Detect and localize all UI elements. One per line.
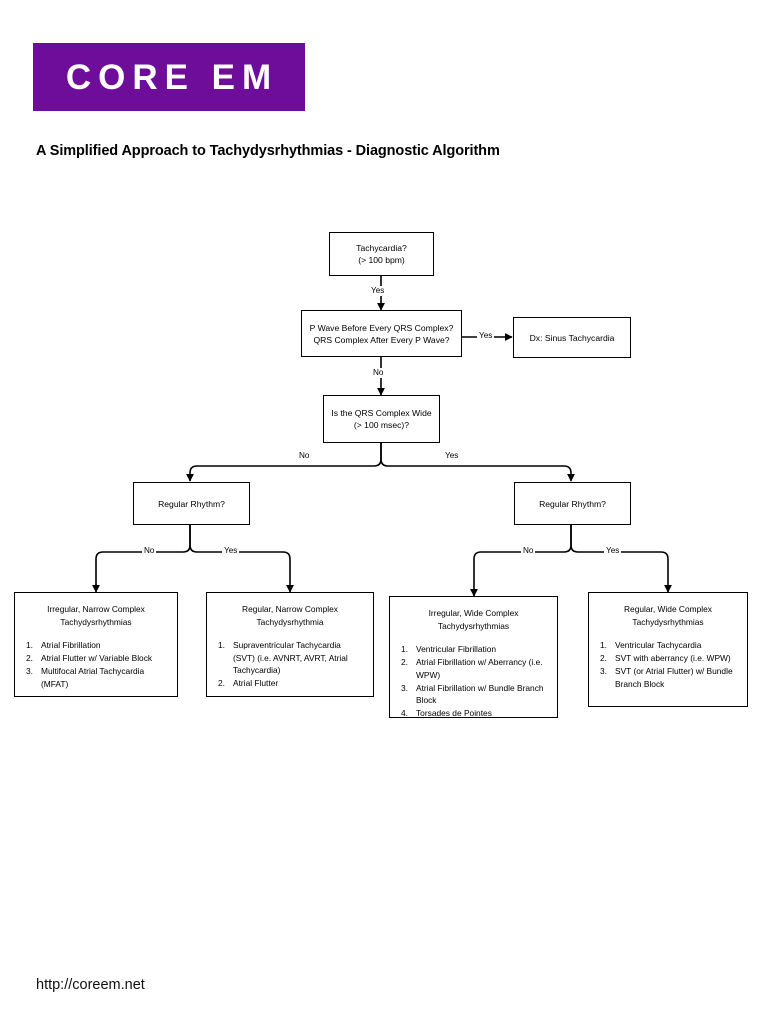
leaf-irregular-wide-complex[interactable]: Irregular, Wide Complex Tachydysrhythmia…	[389, 596, 558, 718]
list-item-number: 1.	[26, 640, 33, 650]
list-item: 3. Atrial Fibrillation w/ Bundle Branch B…	[399, 682, 548, 707]
list-item-number: 3.	[401, 682, 408, 693]
list-item-number: 2.	[600, 653, 607, 664]
node-p-wave-line2: QRS Complex After Every P Wave?	[313, 334, 450, 345]
node-regular-rhythm-wide-label: Regular Rhythm?	[539, 498, 606, 509]
list-item: 3. Multifocal Atrial Tachycardia (MFAT)	[24, 665, 168, 690]
list-item: 1. Atrial Fibrillation	[24, 639, 168, 652]
node-regular-rhythm-narrow[interactable]: Regular Rhythm?	[133, 482, 250, 525]
logo-text: CORE EM	[65, 57, 279, 97]
node-regular-rhythm-wide[interactable]: Regular Rhythm?	[514, 482, 631, 525]
leaf-title-line1: Irregular, Wide Complex	[428, 608, 519, 618]
node-regular-rhythm-narrow-label: Regular Rhythm?	[158, 498, 225, 509]
leaf-title: Irregular, Narrow Complex Tachydysrhythm…	[24, 603, 168, 628]
list-item-text: Atrial Flutter w/ Variable Block	[41, 653, 153, 664]
list-item-number: 3.	[26, 666, 33, 677]
leaf-title-line2: Tachydysrhythmias	[632, 616, 704, 627]
list-item-text: Atrial Fibrillation w/ Aberrancy (i.e. W…	[416, 657, 543, 680]
node-tachycardia-line2: (> 100 bpm)	[358, 255, 405, 265]
list-item: 2. SVT with aberrancy (i.e. WPW)	[598, 652, 738, 665]
edge-label-wide-yes: Yes	[604, 546, 622, 556]
leaf-irregular-narrow-complex[interactable]: Irregular, Narrow Complex Tachydysrhythm…	[14, 592, 178, 697]
list-item: 2. Atrial Fibrillation w/ Aberrancy (i.e.…	[399, 656, 548, 681]
node-qrs-wide-question[interactable]: Is the QRS Complex Wide (> 100 msec)?	[323, 395, 440, 443]
edge-label-p-wave-no: No	[371, 368, 386, 378]
coreem-logo: CORE EM	[33, 43, 305, 111]
edge-label-qrs-yes: Yes	[443, 451, 461, 461]
list-item-text: Atrial Fibrillation w/ Bundle Branch Blo…	[416, 682, 544, 706]
leaf-item-list: 1. Ventricular Fibrillation 2. Atrial Fibr…	[399, 643, 548, 720]
leaf-title-line2: Tachydysrhythmias	[437, 620, 510, 631]
node-qrs-wide-line2: (> 100 msec)?	[353, 420, 410, 430]
edge-label-p-wave-yes: Yes	[477, 331, 495, 341]
leaf-item-list: 1. Atrial Fibrillation 2. Atrial Flutter w…	[24, 639, 168, 690]
list-item: 2. Atrial Flutter	[216, 677, 364, 690]
list-item-text: Atrial Flutter	[233, 678, 279, 689]
node-tachycardia-line1: Tachycardia?	[356, 243, 407, 253]
list-item-text: Multifocal Atrial Tachycardia (MFAT)	[41, 666, 145, 689]
edge-label-tachycardia-yes: Yes	[369, 286, 387, 296]
edge-label-wide-no: No	[521, 546, 536, 556]
leaf-title-line2: Tachydysrhythmia	[256, 616, 324, 627]
list-item-text: SVT (or Atrial Flutter) w/ Bundle Branch…	[615, 666, 733, 689]
leaf-title-line1: Regular, Narrow Complex	[242, 604, 338, 614]
leaf-title-line1: Irregular, Narrow Complex	[47, 604, 145, 614]
leaf-title-line1: Regular, Wide Complex	[624, 604, 712, 614]
list-item: 1. Supraventricular Tachycardia (SVT) (i.…	[216, 639, 364, 677]
node-dx-sinus-label: Dx: Sinus Tachycardia	[529, 332, 615, 343]
node-tachycardia[interactable]: Tachycardia? (> 100 bpm)	[329, 232, 434, 276]
list-item-text: Ventricular Fibrillation	[416, 644, 497, 654]
node-p-wave-line1: P Wave Before Every QRS Complex?	[309, 322, 454, 333]
list-item-number: 2.	[26, 653, 33, 664]
list-item: 1. Ventricular Tachycardia	[598, 639, 738, 652]
page-title: A Simplified Approach to Tachydysrhythmi…	[36, 143, 500, 159]
node-dx-sinus-tachycardia[interactable]: Dx: Sinus Tachycardia	[513, 317, 631, 358]
list-item-text: Ventricular Tachycardia	[615, 640, 702, 650]
list-item-text: Torsades de Pointes	[416, 708, 492, 719]
list-item-number: 2.	[218, 678, 225, 689]
list-item: 1. Ventricular Fibrillation	[399, 643, 548, 656]
list-item-text: Atrial Fibrillation	[41, 640, 101, 650]
list-item-text: SVT with aberrancy (i.e. WPW)	[615, 653, 731, 664]
leaf-title-line2: Tachydysrhythmias	[60, 616, 132, 627]
list-item-number: 1.	[600, 640, 607, 650]
node-qrs-wide-line1: Is the QRS Complex Wide	[331, 408, 432, 418]
list-item: 3. SVT (or Atrial Flutter) w/ Bundle Bran…	[598, 665, 738, 690]
list-item-number: 3.	[600, 666, 607, 677]
leaf-title: Regular, Narrow Complex Tachydysrhythmia	[216, 603, 364, 628]
leaf-item-list: 1. Ventricular Tachycardia 2. SVT with abe…	[598, 639, 738, 690]
leaf-title: Regular, Wide Complex Tachydysrhythmias	[598, 603, 738, 628]
leaf-regular-wide-complex[interactable]: Regular, Wide Complex Tachydysrhythmias …	[588, 592, 748, 707]
edge-label-narrow-yes: Yes	[222, 546, 240, 556]
footer-url[interactable]: http://coreem.net	[36, 977, 145, 993]
list-item-number: 1.	[401, 644, 408, 654]
leaf-regular-narrow-complex[interactable]: Regular, Narrow Complex Tachydysrhythmia…	[206, 592, 374, 697]
edge-label-narrow-no: No	[142, 546, 157, 556]
list-item-number: 4.	[401, 708, 408, 719]
list-item-number: 1.	[218, 640, 225, 650]
list-item: 2. Atrial Flutter w/ Variable Block	[24, 652, 168, 665]
edge-label-qrs-no: No	[297, 451, 312, 461]
list-item-text: Supraventricular Tachycardia (SVT) (i.e.…	[233, 640, 348, 676]
list-item: 4. Torsades de Pointes	[399, 707, 548, 720]
leaf-item-list: 1. Supraventricular Tachycardia (SVT) (i.…	[216, 639, 364, 690]
node-p-wave-question[interactable]: P Wave Before Every QRS Complex? QRS Com…	[301, 310, 462, 357]
list-item-number: 2.	[401, 657, 408, 668]
leaf-title: Irregular, Wide Complex Tachydysrhythmia…	[399, 607, 548, 632]
